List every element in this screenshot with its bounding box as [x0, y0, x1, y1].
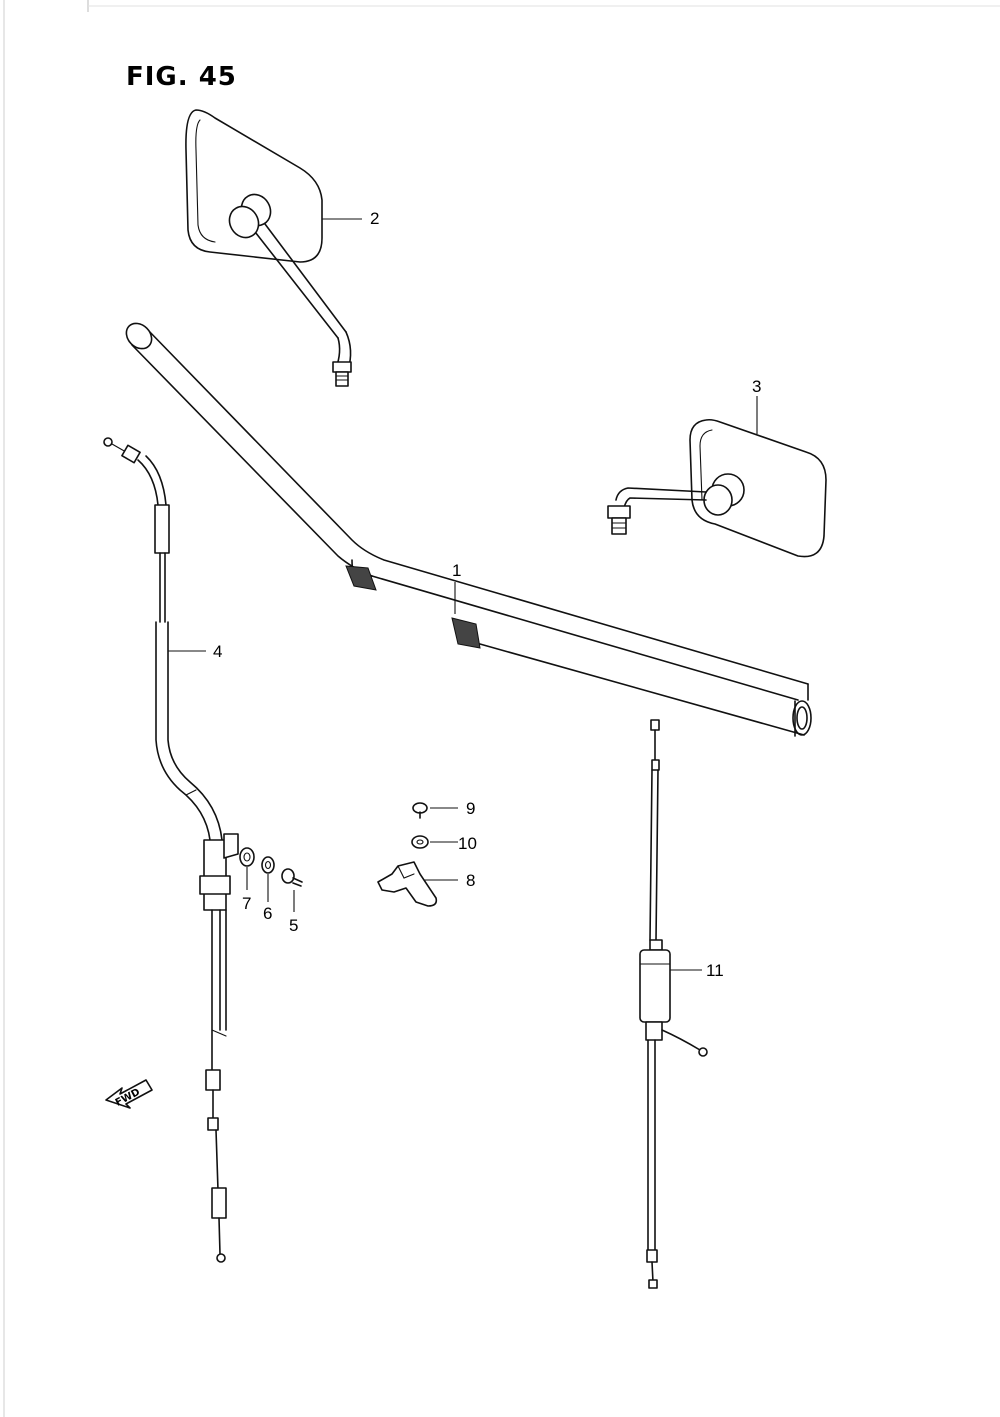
callout-clutch-cable: 11 [706, 961, 724, 980]
mirror-right-drawing [185, 109, 362, 387]
callout-mirror-left: 3 [752, 377, 762, 396]
screw-drawing [281, 868, 303, 912]
fwd-arrow-icon: FWD [105, 1079, 153, 1109]
callout-clamp-nut: 10 [458, 834, 477, 853]
callout-lock-washer: 6 [263, 904, 273, 923]
mirror-left-drawing [607, 396, 827, 558]
figure-title: FIG. 45 [126, 62, 237, 92]
clutch-cable-drawing [639, 719, 708, 1289]
callout-clamp-screw: 9 [466, 799, 476, 818]
callout-washer: 7 [242, 894, 252, 913]
lock-washer-drawing [261, 856, 275, 902]
washer-drawing [239, 847, 255, 890]
clamp-screw-drawing [412, 802, 458, 819]
callout-mirror-right: 2 [370, 209, 380, 228]
callout-screw: 5 [289, 916, 299, 935]
callout-handlebar: 1 [452, 561, 462, 580]
callout-cable-clamp: 8 [466, 871, 476, 890]
cable-clamp-drawing [377, 861, 458, 907]
handlebar-drawing [125, 322, 812, 737]
throttle-cable-drawing [103, 437, 239, 1263]
clamp-nut-drawing [411, 835, 458, 849]
callout-throttle-cable: 4 [213, 642, 223, 661]
